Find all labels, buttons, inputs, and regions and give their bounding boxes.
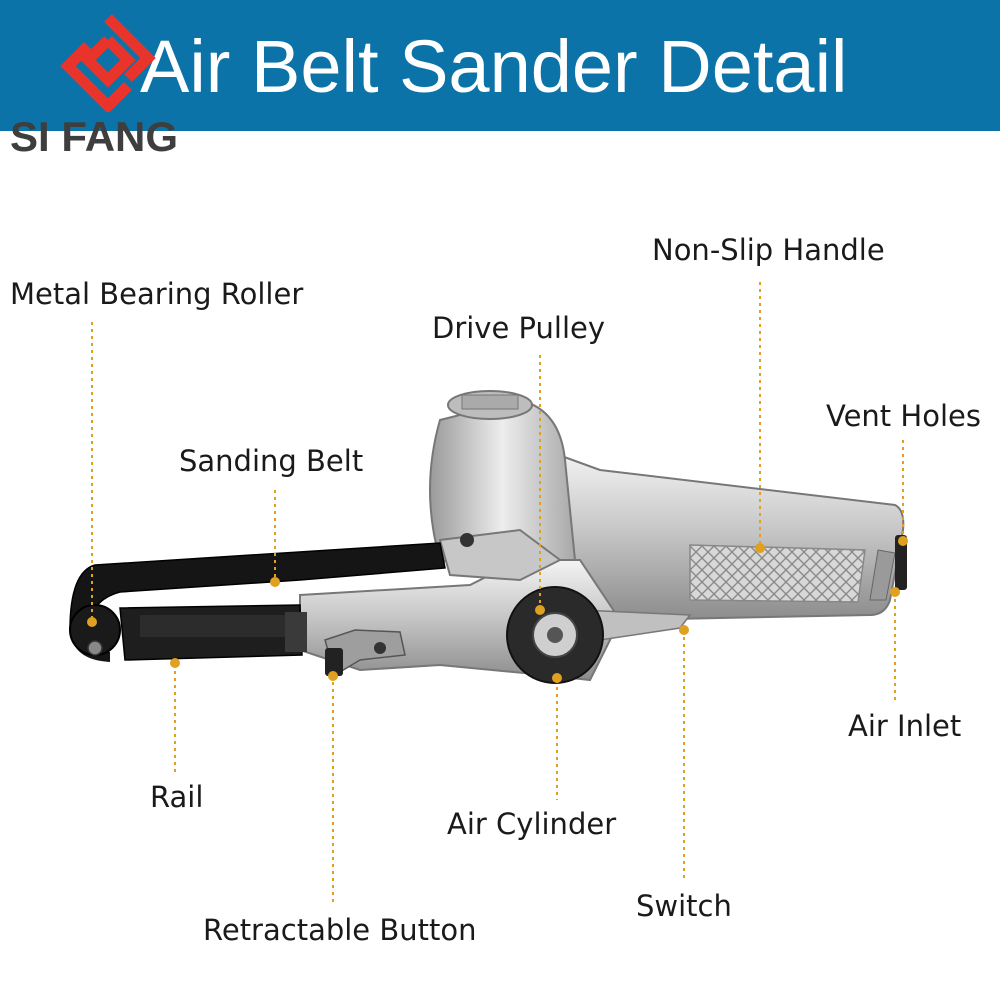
label-drive-pulley: Drive Pulley <box>432 311 606 345</box>
bearing-roller <box>69 604 121 656</box>
label-metal-bearing-roller: Metal Bearing Roller <box>10 277 304 311</box>
label-retractable-button: Retractable Button <box>203 913 477 947</box>
page-title: Air Belt Sander Detail <box>140 25 848 108</box>
label-air-cylinder: Air Cylinder <box>447 807 617 841</box>
label-sanding-belt: Sanding Belt <box>179 444 364 478</box>
label-vent-holes: Vent Holes <box>826 399 981 433</box>
drive-pulley-wheel <box>506 586 604 684</box>
rail-part <box>119 604 307 661</box>
leader-dots <box>87 536 908 683</box>
leader-lines <box>91 282 904 905</box>
header-bar: Air Belt Sander Detail <box>0 0 1000 131</box>
brand-logo-icon <box>60 14 156 112</box>
handle-body <box>543 448 907 622</box>
label-non-slip-handle: Non-Slip Handle <box>652 233 885 267</box>
label-rail: Rail <box>150 780 204 814</box>
label-air-inlet: Air Inlet <box>848 709 962 743</box>
label-switch: Switch <box>636 889 732 923</box>
motor-housing <box>429 390 577 577</box>
brand-name: SI FANG <box>10 113 179 160</box>
